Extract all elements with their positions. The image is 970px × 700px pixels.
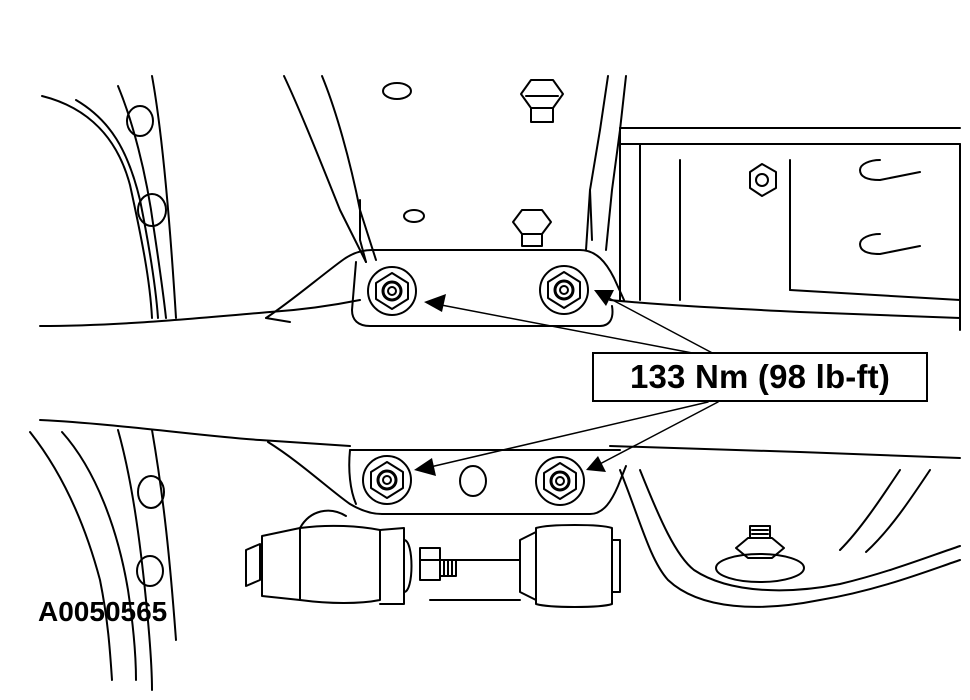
upper-mounting-bracket [265,249,625,327]
flange-washer [715,553,805,583]
right-lower-body [619,469,961,608]
figure-reference-number: A0050565 [38,596,168,627]
hex-nut-with-washer-icon [367,266,417,316]
hex-bolt-head-icon [512,209,552,247]
hex-nut-with-washer-icon [362,455,412,505]
hex-nut-with-washer-icon [535,456,585,506]
lower-mounting-bracket [267,441,627,515]
transverse-member [39,299,961,459]
hex-bolt-head-icon [520,79,564,123]
right-crossmember [619,127,961,331]
left-body-panel [29,75,177,691]
torque-spec-callout: 133 Nm (98 lb-ft) [592,352,928,402]
plate-hole [382,82,412,100]
bracket-hole [459,465,487,497]
frame-rail-plate [283,75,627,263]
callout-arrow-icon [425,295,719,469]
callout-arrowheads [414,290,614,476]
hex-nut-with-washer-icon [539,265,589,315]
stabilizer-link-assembly [245,509,621,608]
plate-hole [403,209,425,223]
